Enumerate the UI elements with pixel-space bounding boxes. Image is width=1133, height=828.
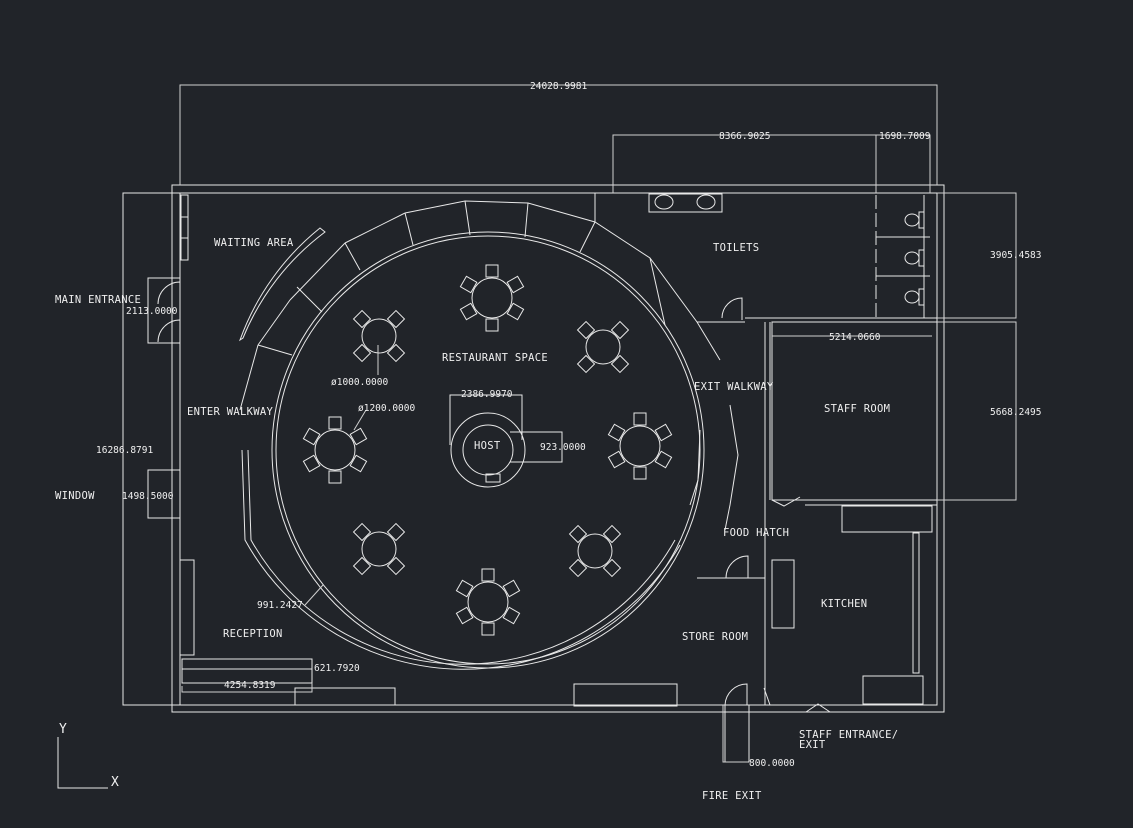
chair (386, 522, 406, 542)
chair (654, 450, 673, 469)
chair (602, 524, 622, 544)
ucs-x-label: X (111, 775, 119, 790)
fire-exit-door (724, 683, 750, 763)
dining-tables (302, 264, 673, 636)
chair (386, 343, 406, 363)
chair (485, 264, 499, 278)
four-seat-table (576, 320, 630, 374)
dim-staff-room-width: 5214.0660 (829, 332, 881, 343)
chair (633, 466, 647, 480)
chair (506, 302, 525, 321)
table-top (314, 429, 356, 471)
chair (633, 412, 647, 426)
table-top (585, 329, 621, 365)
toilets-room (594, 193, 937, 323)
label-host: HOST (474, 440, 501, 452)
chair (302, 427, 321, 446)
six-seat-table (607, 412, 673, 480)
table-top (361, 531, 397, 567)
label-store-room: STORE ROOM (682, 631, 748, 643)
dim-staff-room-depth: 5668.2495 (990, 407, 1041, 418)
label-enter-walkway: ENTER WALKWAY (187, 406, 273, 418)
chair (352, 343, 372, 363)
chair (502, 579, 521, 598)
chair (485, 318, 499, 332)
chair (455, 579, 474, 598)
ucs-icon (57, 737, 108, 789)
six-seat-table (455, 568, 521, 636)
dim-toilets-width: 8366.9025 (719, 131, 770, 142)
six-seat-table (459, 264, 525, 332)
table-top (471, 277, 513, 319)
chair (459, 275, 478, 294)
dim-host-depth: 923.0000 (540, 442, 586, 453)
chair (610, 320, 630, 340)
four-seat-table (568, 524, 622, 578)
dim-fire-exit-width: 800.0000 (749, 758, 795, 769)
chair (607, 423, 626, 442)
chair (328, 470, 342, 484)
dim-small-table: ø1000.0000 (331, 377, 388, 388)
chair (459, 302, 478, 321)
chair (502, 606, 521, 625)
dim-stall-width: 1698.7009 (879, 131, 931, 142)
table-top (467, 581, 509, 623)
label-main-entrance: MAIN ENTRANCE (55, 294, 141, 306)
chair (328, 416, 342, 430)
chair (568, 524, 588, 544)
dimension-lines (179, 84, 1017, 763)
label-window: WINDOW (55, 490, 95, 502)
dim-large-table: ø1200.0000 (358, 403, 415, 414)
chair (302, 454, 321, 473)
chair (506, 275, 525, 294)
dim-desk-depth: 621.7920 (314, 663, 360, 674)
dim-toilets-depth: 3905.4583 (990, 250, 1041, 261)
chair (352, 309, 372, 329)
service-rooms (179, 321, 938, 713)
dim-desk-width: 4254.8319 (224, 680, 276, 691)
label-toilets: TOILETS (713, 242, 759, 254)
dim-entrance-width: 2113.0000 (126, 306, 178, 317)
label-staff-exit: EXIT (799, 739, 826, 751)
chair (386, 556, 406, 576)
table-top (361, 318, 397, 354)
chair (481, 622, 495, 636)
chair (455, 606, 474, 625)
label-fire-exit: FIRE EXIT (702, 790, 762, 802)
label-exit-walkway: EXIT WALKWAY (694, 381, 774, 393)
chair (481, 568, 495, 582)
dim-window-width: 1498.5000 (122, 491, 174, 502)
host-stand (449, 394, 563, 488)
chair (607, 450, 626, 469)
chair (352, 556, 372, 576)
circular-walkway (239, 200, 739, 670)
ucs-y-label: Y (59, 722, 67, 737)
chair (602, 558, 622, 578)
chair (386, 309, 406, 329)
chair (654, 423, 673, 442)
dim-overall-depth: 16286.8791 (96, 445, 153, 456)
label-restaurant-space: RESTAURANT SPACE (442, 352, 548, 364)
chair (352, 522, 372, 542)
table-top (577, 533, 613, 569)
label-waiting-area: WAITING AREA (214, 237, 294, 249)
chair (610, 354, 630, 374)
dim-host-width: 2386.9970 (461, 389, 513, 400)
dim-walkway-width: 991.2427 (257, 600, 303, 611)
label-staff-entrance: STAFF ENTRANCE/ (799, 729, 898, 741)
six-seat-table (302, 416, 368, 484)
label-reception: RECEPTION (223, 628, 283, 640)
four-seat-table (352, 522, 406, 576)
table-top (619, 425, 661, 467)
label-food-hatch: FOOD HATCH (723, 527, 789, 539)
dim-overall-width: 24028.9981 (530, 81, 587, 92)
label-kitchen: KITCHEN (821, 598, 867, 610)
four-seat-table (352, 309, 406, 363)
chair (349, 454, 368, 473)
chair (349, 427, 368, 446)
label-staff-room: STAFF ROOM (824, 403, 890, 415)
chair (576, 320, 596, 340)
chair (576, 354, 596, 374)
chair (568, 558, 588, 578)
